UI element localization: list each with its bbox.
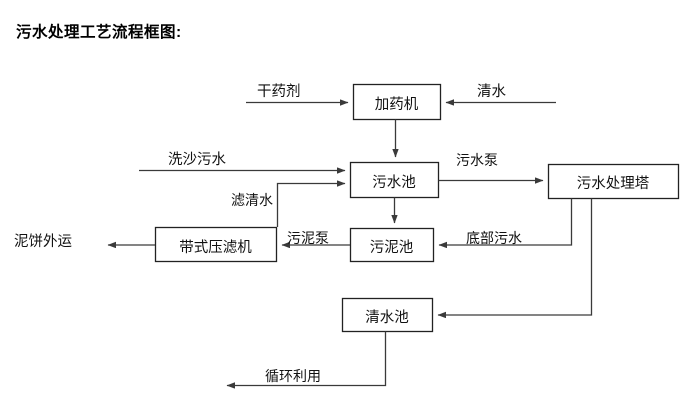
edge-clear-water-pool-to-recycle-use bbox=[226, 331, 387, 389]
node-box-clear-water-pool[interactable] bbox=[341, 297, 434, 333]
edge-treatment-tower-to-clear-water-pool bbox=[437, 198, 593, 319]
node-box-sewage-pool[interactable] bbox=[349, 161, 440, 199]
node-box-dosing-machine[interactable] bbox=[352, 83, 442, 121]
edge-filtrate-to-sewage-pool bbox=[276, 180, 346, 227]
node-box-sludge-pool[interactable] bbox=[349, 227, 435, 263]
edge-treatment-tower-to-sludge-pool bbox=[438, 198, 573, 249]
page-title: 污水处理工艺流程框图: bbox=[16, 24, 182, 41]
node-box-belt-filter-press[interactable] bbox=[154, 226, 278, 263]
node-box-treatment-tower[interactable] bbox=[547, 163, 680, 200]
